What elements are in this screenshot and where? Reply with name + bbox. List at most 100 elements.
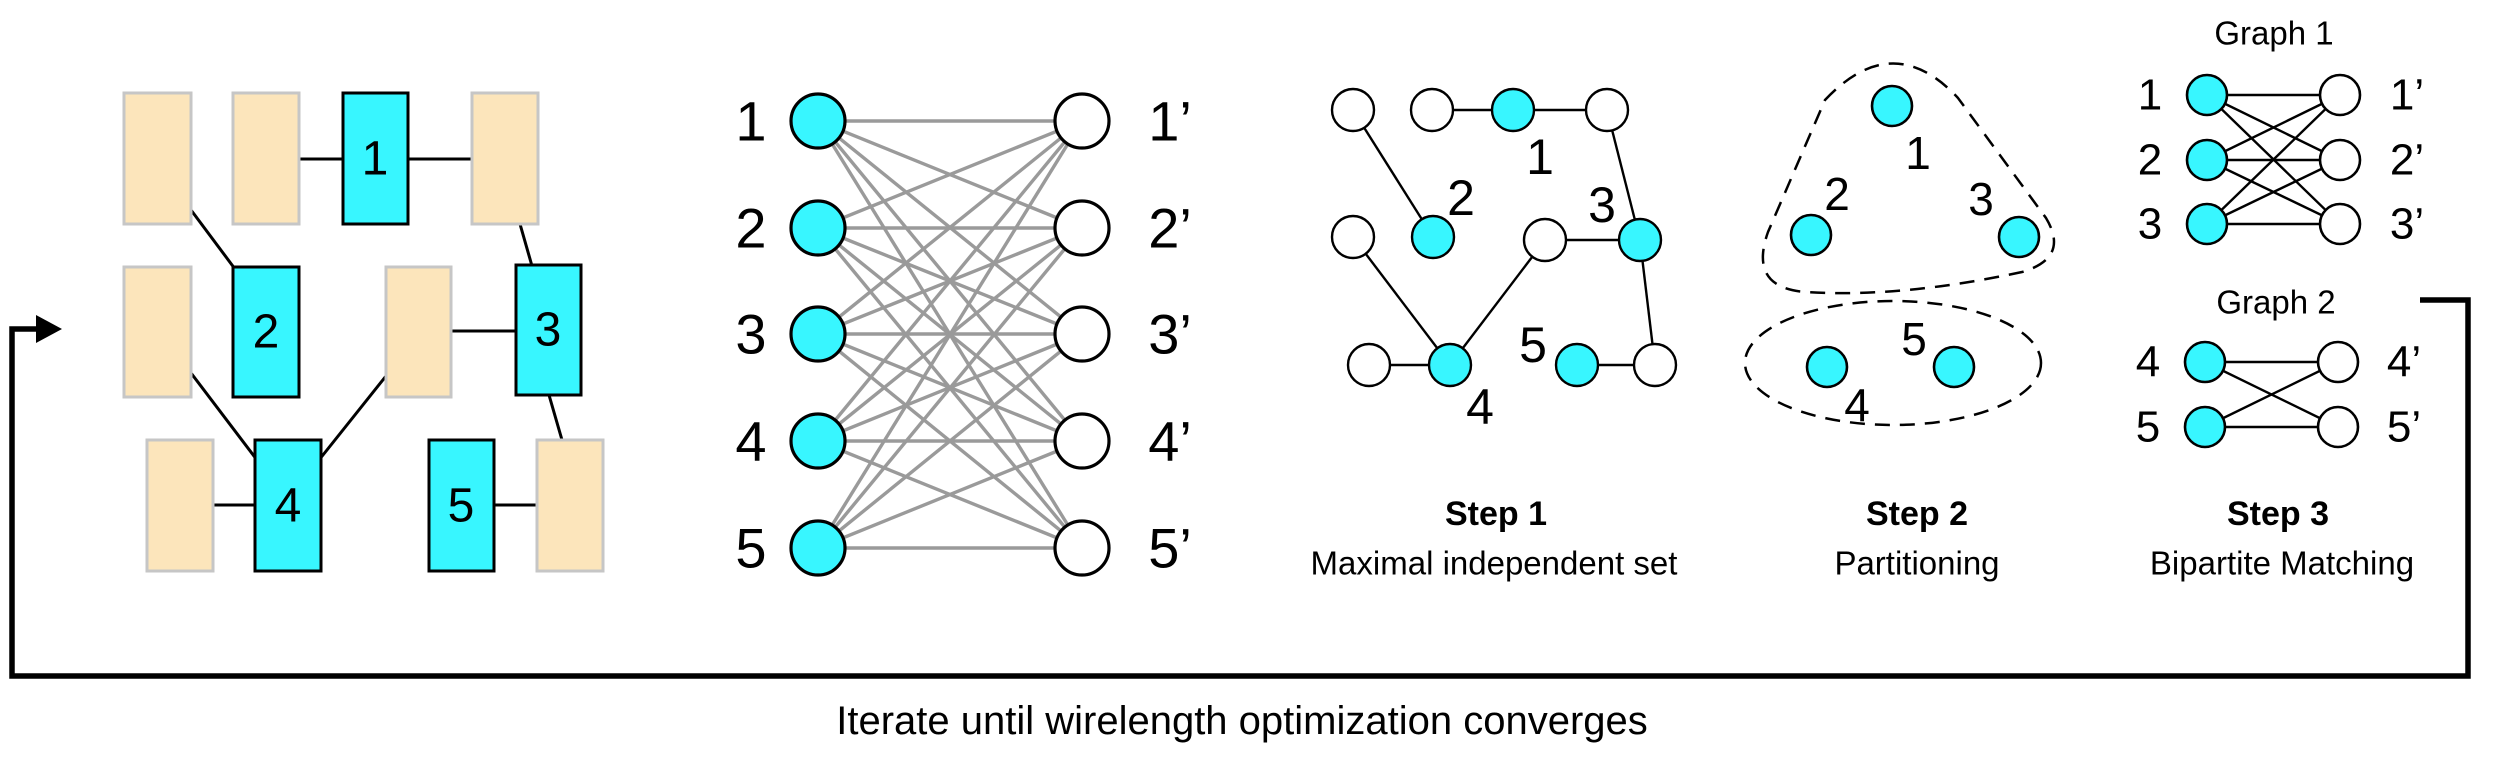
node-label: 4 <box>1466 379 1494 435</box>
feedback-loop-line <box>9 297 2471 679</box>
slot-node <box>2318 138 2362 182</box>
node-label: 4 <box>735 410 766 473</box>
fixed-cell <box>535 438 605 573</box>
node-label: 4 <box>1844 379 1870 431</box>
fixed-cell <box>122 265 193 399</box>
node-label: 1’ <box>1148 90 1192 153</box>
fixed-cell <box>470 91 540 226</box>
node-label: 3 <box>2138 200 2162 249</box>
net-wire <box>317 375 388 461</box>
cell-node <box>2185 202 2229 246</box>
loop-caption: Iterate until wirelength optimization co… <box>836 699 1648 743</box>
step3-title: Step 3 <box>2227 495 2329 533</box>
movable-cell-1 <box>341 91 410 226</box>
matching-edge <box>2206 93 2341 162</box>
node-label: 2’ <box>2390 136 2424 185</box>
bipartite-edge <box>817 439 1083 550</box>
node-label: 2’ <box>1148 197 1192 260</box>
net-wire <box>518 223 534 267</box>
node-label: 3’ <box>1148 303 1192 366</box>
cell-label: 3 <box>535 304 562 357</box>
net-wire <box>189 372 259 461</box>
bipartite-edge <box>816 226 1084 550</box>
node-label: 5’ <box>1148 517 1192 580</box>
fixed-cell <box>384 265 453 399</box>
slot-node <box>2318 73 2362 117</box>
node-label: 1 <box>1526 129 1554 185</box>
node-label: 4’ <box>2387 338 2421 387</box>
independent-set-node <box>1554 342 1600 388</box>
node-label: 2 <box>1447 170 1475 226</box>
node-label: 3 <box>1588 177 1616 233</box>
node-label: 1 <box>1905 127 1931 179</box>
step1-title: Step 1 <box>1445 495 1547 533</box>
cell-label: 2 <box>253 306 280 359</box>
graph-edge <box>1352 236 1451 366</box>
step1-subtitle: Maximal independent set <box>1311 545 1678 582</box>
graph-node <box>1346 342 1392 388</box>
graph-edge <box>1605 109 1642 241</box>
graph-node <box>1330 87 1376 133</box>
bipartite-edge <box>816 120 1084 549</box>
node-label: 3 <box>1968 173 1994 225</box>
independent-set-node <box>1490 87 1536 133</box>
cell-node <box>2183 340 2227 384</box>
node-label: 1 <box>2138 71 2162 120</box>
node-label: 3’ <box>2390 200 2424 249</box>
feedback-loop: Iterate until wirelength optimization co… <box>9 297 2471 743</box>
net-wire <box>189 209 237 270</box>
graph-edge <box>1449 239 1546 366</box>
movable-cell-2 <box>231 265 301 399</box>
cell-label: 4 <box>275 480 302 533</box>
node-label: 5 <box>2136 403 2160 452</box>
node-label: 5 <box>735 517 766 580</box>
graph-node <box>1632 342 1678 388</box>
partition-node <box>1997 215 2041 259</box>
graph-node <box>1584 87 1630 133</box>
step2-panel: 1 2 3 4 5 Step 2 Partitioning <box>1743 62 2056 582</box>
bipartite-panel: 1 2 3 4 5 1’ 2’ 3’ 4’ 5’ <box>735 90 1191 580</box>
node-label: 1 <box>735 90 766 153</box>
bipartite-edge <box>816 119 1084 336</box>
cell-label: 5 <box>448 480 475 533</box>
node-label: 3 <box>735 303 766 366</box>
cell-node <box>2185 73 2229 117</box>
step1-panel: 1 2 3 4 5 Step 1 Maximal independent set <box>1311 87 1678 582</box>
partition-outline-1 <box>1761 62 2056 295</box>
node-label: 5’ <box>2387 403 2421 452</box>
placement-panel: 1 2 3 4 5 <box>122 91 605 573</box>
slot-node <box>1053 199 1111 257</box>
matching-edge <box>2206 158 2341 226</box>
slot-node <box>2318 202 2362 246</box>
cell-node <box>789 92 847 150</box>
slot-node <box>2316 340 2360 384</box>
graph2-title: Graph 2 <box>2216 284 2335 321</box>
cell-node <box>2183 405 2227 449</box>
graph1-title: Graph 1 <box>2214 15 2333 52</box>
node-label: 4’ <box>1148 410 1192 473</box>
node-label: 5 <box>1519 317 1547 373</box>
movable-cell-5 <box>427 438 496 573</box>
graph-node <box>1330 214 1376 260</box>
graph-node <box>1522 217 1568 263</box>
cell-node <box>789 305 847 363</box>
net-wire <box>547 394 564 441</box>
partition-node <box>1805 345 1849 389</box>
slot-node <box>1053 412 1111 470</box>
graph-node <box>1409 87 1455 133</box>
cell-node <box>789 199 847 257</box>
node-label: 2 <box>735 197 766 260</box>
matching-edge <box>2204 360 2339 429</box>
fixed-cell <box>122 91 193 226</box>
slot-node <box>2316 405 2360 449</box>
fixed-cell <box>231 91 301 226</box>
slot-node <box>1053 305 1111 363</box>
matching-edge <box>2206 94 2341 225</box>
partition-outline-2 <box>1743 299 2043 427</box>
independent-set-node <box>1410 214 1456 260</box>
step3-panel: Graph 1 1 2 3 1’ 2’ 3’ Graph 2 4 5 4’ <box>2136 15 2424 582</box>
movable-cell-4 <box>253 438 323 573</box>
feedback-loop-arrowhead-icon <box>36 315 62 343</box>
